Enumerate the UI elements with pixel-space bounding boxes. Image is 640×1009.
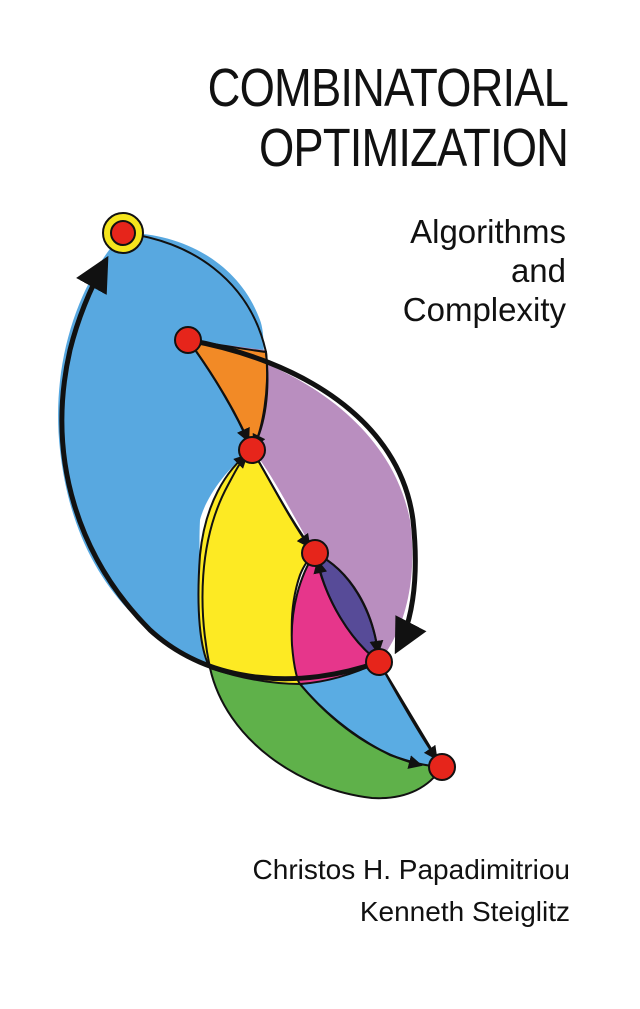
- subtitle-line-3: Complexity: [402, 291, 566, 328]
- edge-top-arc: [122, 232, 267, 353]
- node-mid: [301, 539, 329, 567]
- lavender-region: [188, 340, 413, 662]
- right-outer-arc: [187, 337, 427, 655]
- blue-region: [58, 232, 264, 668]
- node-right: [365, 648, 393, 676]
- subtitle-line-1: Algorithms: [410, 213, 566, 250]
- edge-magenta-to-bottom: [299, 683, 423, 769]
- node-left: [174, 326, 202, 354]
- edge-yellow-left: [201, 454, 248, 669]
- subtitle-line-2: and: [510, 252, 566, 289]
- left-outer-arc: [59, 255, 380, 682]
- node-bottom: [428, 753, 456, 781]
- author-2: Kenneth Steiglitz: [359, 896, 570, 927]
- book-authors: Christos H. Papadimitriou Kenneth Steigl…: [253, 849, 570, 933]
- title-line-1: COMBINATORIAL: [207, 58, 569, 118]
- author-1: Christos H. Papadimitriou: [252, 854, 570, 885]
- node-center: [238, 436, 266, 464]
- book-subtitle: Algorithms and Complexity: [403, 212, 566, 329]
- title-line-2: OPTIMIZATION: [258, 118, 569, 178]
- book-title: COMBINATORIAL OPTIMIZATION: [207, 58, 569, 178]
- start-node: [110, 220, 136, 246]
